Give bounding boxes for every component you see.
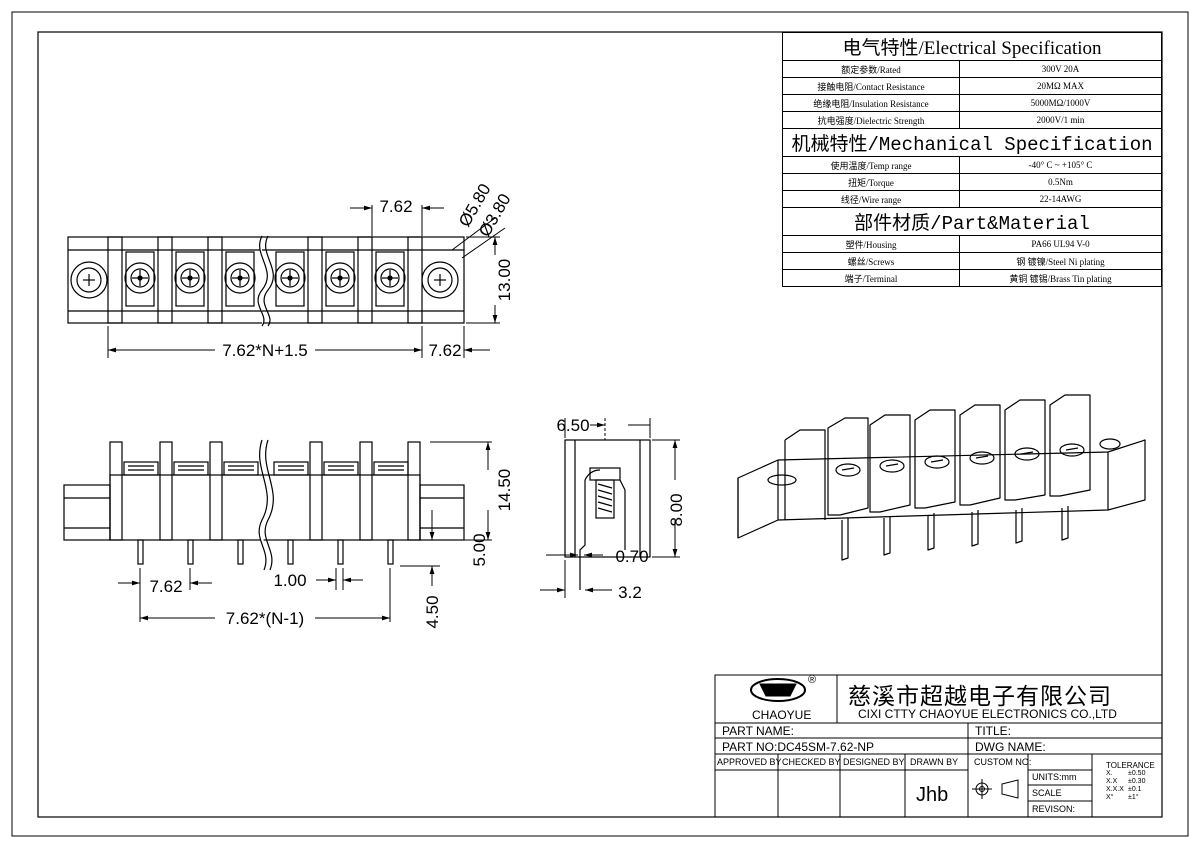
- top-view-dimensions: [107, 205, 506, 358]
- outer-border: [11, 11, 1189, 837]
- company-en: CIXI CTTY CHAOYUE ELECTRONICS CO.,LTD: [858, 707, 1117, 721]
- brand-registered: ®: [808, 674, 817, 686]
- tolerance-key-2: X.X.X: [1106, 786, 1124, 793]
- spec-row: 使用温度/Temp range-40° C ~ +105° C: [782, 156, 1162, 174]
- dim-pitch-top: 7.62: [379, 197, 412, 216]
- dim-pin-base: 5.00: [470, 533, 489, 566]
- spec-table: 电气特性/Electrical Specification 额定参数/Rated…: [782, 32, 1162, 287]
- tolerance-val-1: ±0.30: [1128, 778, 1146, 785]
- dwg-name: DWG NAME:: [975, 740, 1046, 754]
- front-view: [63, 439, 465, 571]
- front-view-dimensions: [118, 441, 492, 622]
- dim-side-height: 14.50: [495, 469, 514, 512]
- mechanical-title: 机械特性/Mechanical Specification: [782, 128, 1162, 157]
- isometric-view: [737, 394, 1146, 561]
- title-block: [714, 674, 1163, 818]
- end-view-dimensions: [540, 418, 680, 598]
- designed-by: DESIGNED BY: [843, 757, 905, 767]
- checked-by: CHECKED BY: [782, 757, 841, 767]
- tolerance-val-3: ±1°: [1128, 794, 1139, 801]
- company-cn: 慈溪市超越电子有限公司: [848, 683, 1112, 709]
- electrical-title: 电气特性/Electrical Specification: [782, 32, 1162, 61]
- dim-pin-pitch: 7.62: [149, 577, 182, 596]
- tolerance-val-2: ±0.1: [1128, 786, 1142, 793]
- tolerance-key-0: X.: [1106, 770, 1113, 777]
- dim-pin-span: 7.62*(N-1): [226, 609, 304, 628]
- tolerance-val-0: ±0.50: [1128, 770, 1146, 777]
- title-label: TITLE:: [975, 724, 1012, 738]
- dim-pin-thick: 0.70: [615, 547, 648, 566]
- part-no: PART NO:DC45SM-7.62-NP: [722, 740, 875, 754]
- dim-pin-width: 1.00: [273, 571, 306, 590]
- dim-length-total: 7.62*N+1.5: [222, 341, 308, 360]
- part-name: PART NAME:: [722, 724, 795, 738]
- drawn-by: DRAWN BY: [910, 757, 959, 767]
- tolerance-key-3: X°: [1106, 794, 1114, 801]
- revision: REVISON:: [1032, 804, 1076, 814]
- dim-pin-length: 4.50: [423, 595, 442, 628]
- top-view: [67, 235, 465, 327]
- inner-border: [37, 31, 1163, 818]
- brand-name: CHAOYUE: [752, 708, 812, 722]
- dim-end-offset: 7.62: [428, 341, 461, 360]
- custom-no: CUSTOM NO:: [974, 757, 1032, 767]
- approved-by: APPROVED BY: [717, 757, 782, 767]
- dim-end-height: 8.00: [667, 493, 686, 526]
- end-view: [564, 439, 651, 590]
- tolerance-title: TOLERANCE: [1106, 761, 1155, 770]
- units: UNITS:mm: [1032, 772, 1077, 782]
- scale: SCALE: [1032, 788, 1062, 798]
- tolerance-key-1: X.X: [1106, 778, 1118, 785]
- dim-pin-offset: 3.2: [618, 583, 642, 602]
- drawn-by-value: Jhb: [916, 784, 949, 806]
- material-title: 部件材质/Part&Material: [782, 207, 1162, 236]
- dim-end-width: 6.50: [556, 416, 589, 435]
- dim-height-top: 13.00: [495, 259, 514, 302]
